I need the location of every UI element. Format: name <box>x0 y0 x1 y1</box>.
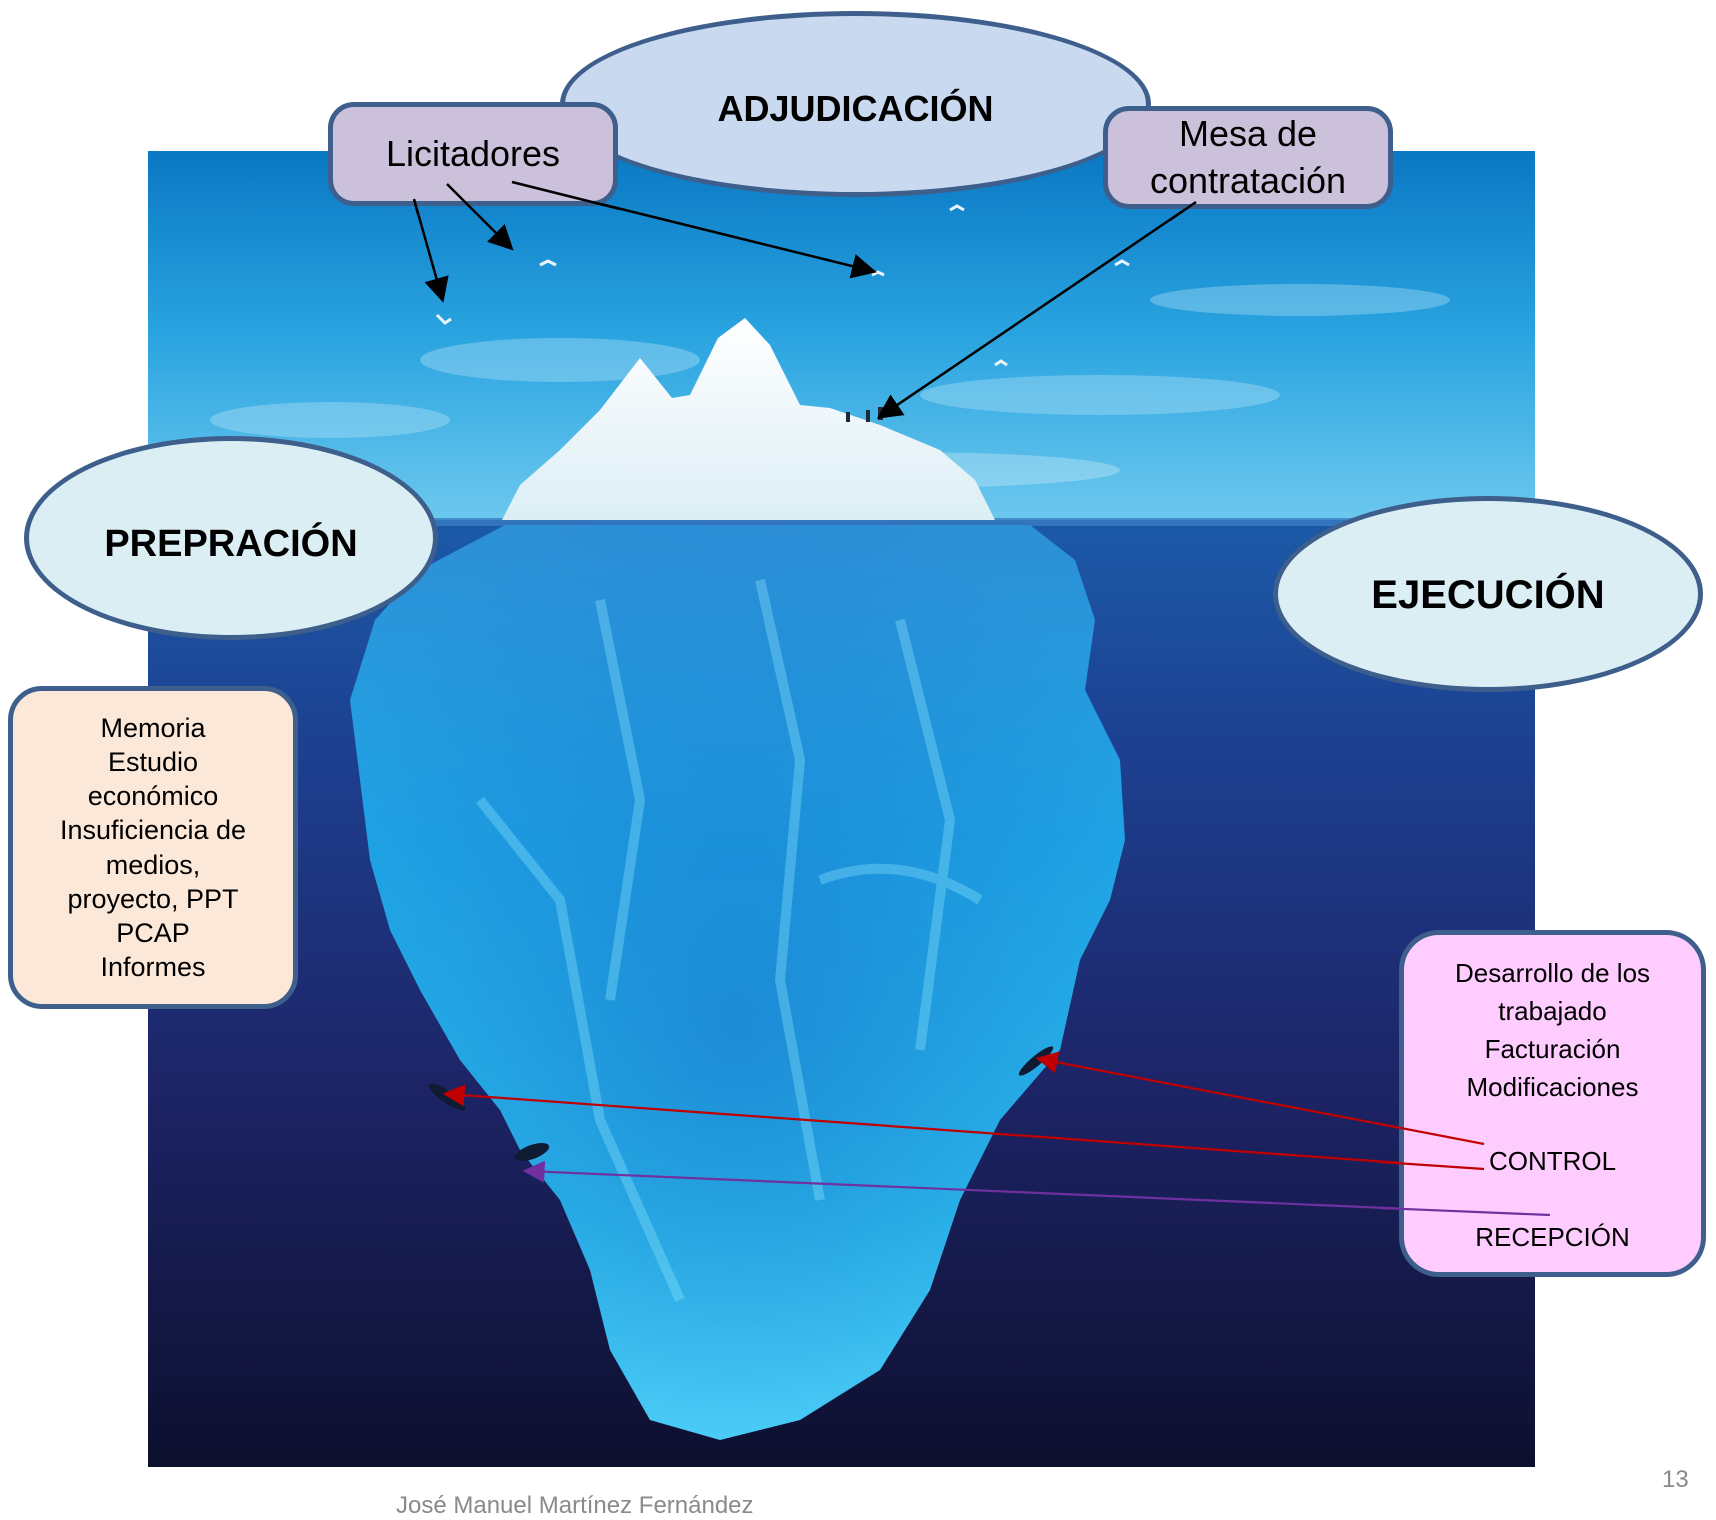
birds <box>435 204 1130 367</box>
preparacion-item: Informes <box>100 951 206 982</box>
page-number: 13 <box>1662 1466 1689 1493</box>
arrow-control-diver-left <box>442 1084 1485 1171</box>
phase-preparacion-label: PREPRACIÓN <box>104 523 358 565</box>
phase-adjudicacion: ADJUDICACIÓN <box>560 11 1151 197</box>
preparacion-item: económico <box>87 781 219 812</box>
preparacion-item: Insuficiencia de <box>59 815 247 846</box>
phase-adjudicacion-label: ADJUDICACIÓN <box>717 88 994 129</box>
preparacion-item: proyecto, PPT <box>67 883 239 914</box>
arrow-mesa-penguins <box>876 200 1197 419</box>
author-footer: José Manuel Martínez Fernández <box>396 1492 754 1519</box>
bird-icon <box>949 204 965 212</box>
ejecucion-item: trabajado <box>1498 995 1607 1026</box>
penguin-icon <box>846 412 850 422</box>
waterline <box>148 518 1535 526</box>
licitadores-box: Licitadores <box>328 102 618 206</box>
bird-icon <box>994 359 1008 367</box>
ejecucion-item: Modificaciones <box>1466 1071 1639 1102</box>
control-label: CONTROL <box>1488 1145 1617 1176</box>
ejecucion-items-box: Desarrollo de los trabajado Facturación … <box>1399 930 1706 1277</box>
ejecucion-item: Desarrollo de los <box>1454 958 1651 988</box>
bird-icon <box>1114 259 1130 267</box>
preparacion-item: Memoria <box>100 713 206 744</box>
phase-preparacion: PREPRACIÓN <box>24 436 438 640</box>
preparacion-item: PCAP <box>116 917 190 948</box>
bird-icon <box>539 259 557 267</box>
mesa-line: contratación <box>1149 159 1347 201</box>
bird-icon <box>435 313 452 325</box>
preparacion-item: Estudio <box>107 747 199 778</box>
mesa-contratacion-box: Mesa de contratación <box>1103 106 1393 209</box>
phase-ejecucion: EJECUCIÓN <box>1273 496 1703 692</box>
licitadores-label: Licitadores <box>385 133 561 174</box>
ejecucion-item: Facturación <box>1484 1033 1621 1064</box>
arrow-licitadores-bird-1 <box>412 198 449 303</box>
preparacion-items-box: Memoria Estudio económico Insuficiencia … <box>8 686 298 1009</box>
mesa-line: Mesa de <box>1178 112 1318 154</box>
phase-ejecucion-label: EJECUCIÓN <box>1371 573 1605 617</box>
penguin-icon <box>866 410 870 422</box>
penguin-icon <box>878 407 883 420</box>
iceberg-tip <box>502 318 995 520</box>
preparacion-item: medios, <box>105 849 201 880</box>
iceberg-photo <box>148 151 1535 1467</box>
diver-icon <box>514 1142 550 1162</box>
arrow-recepcion-diver <box>522 1160 1551 1217</box>
recepcion-label: RECEPCIÓN <box>1475 1221 1630 1252</box>
ice-texture <box>476 578 983 1303</box>
